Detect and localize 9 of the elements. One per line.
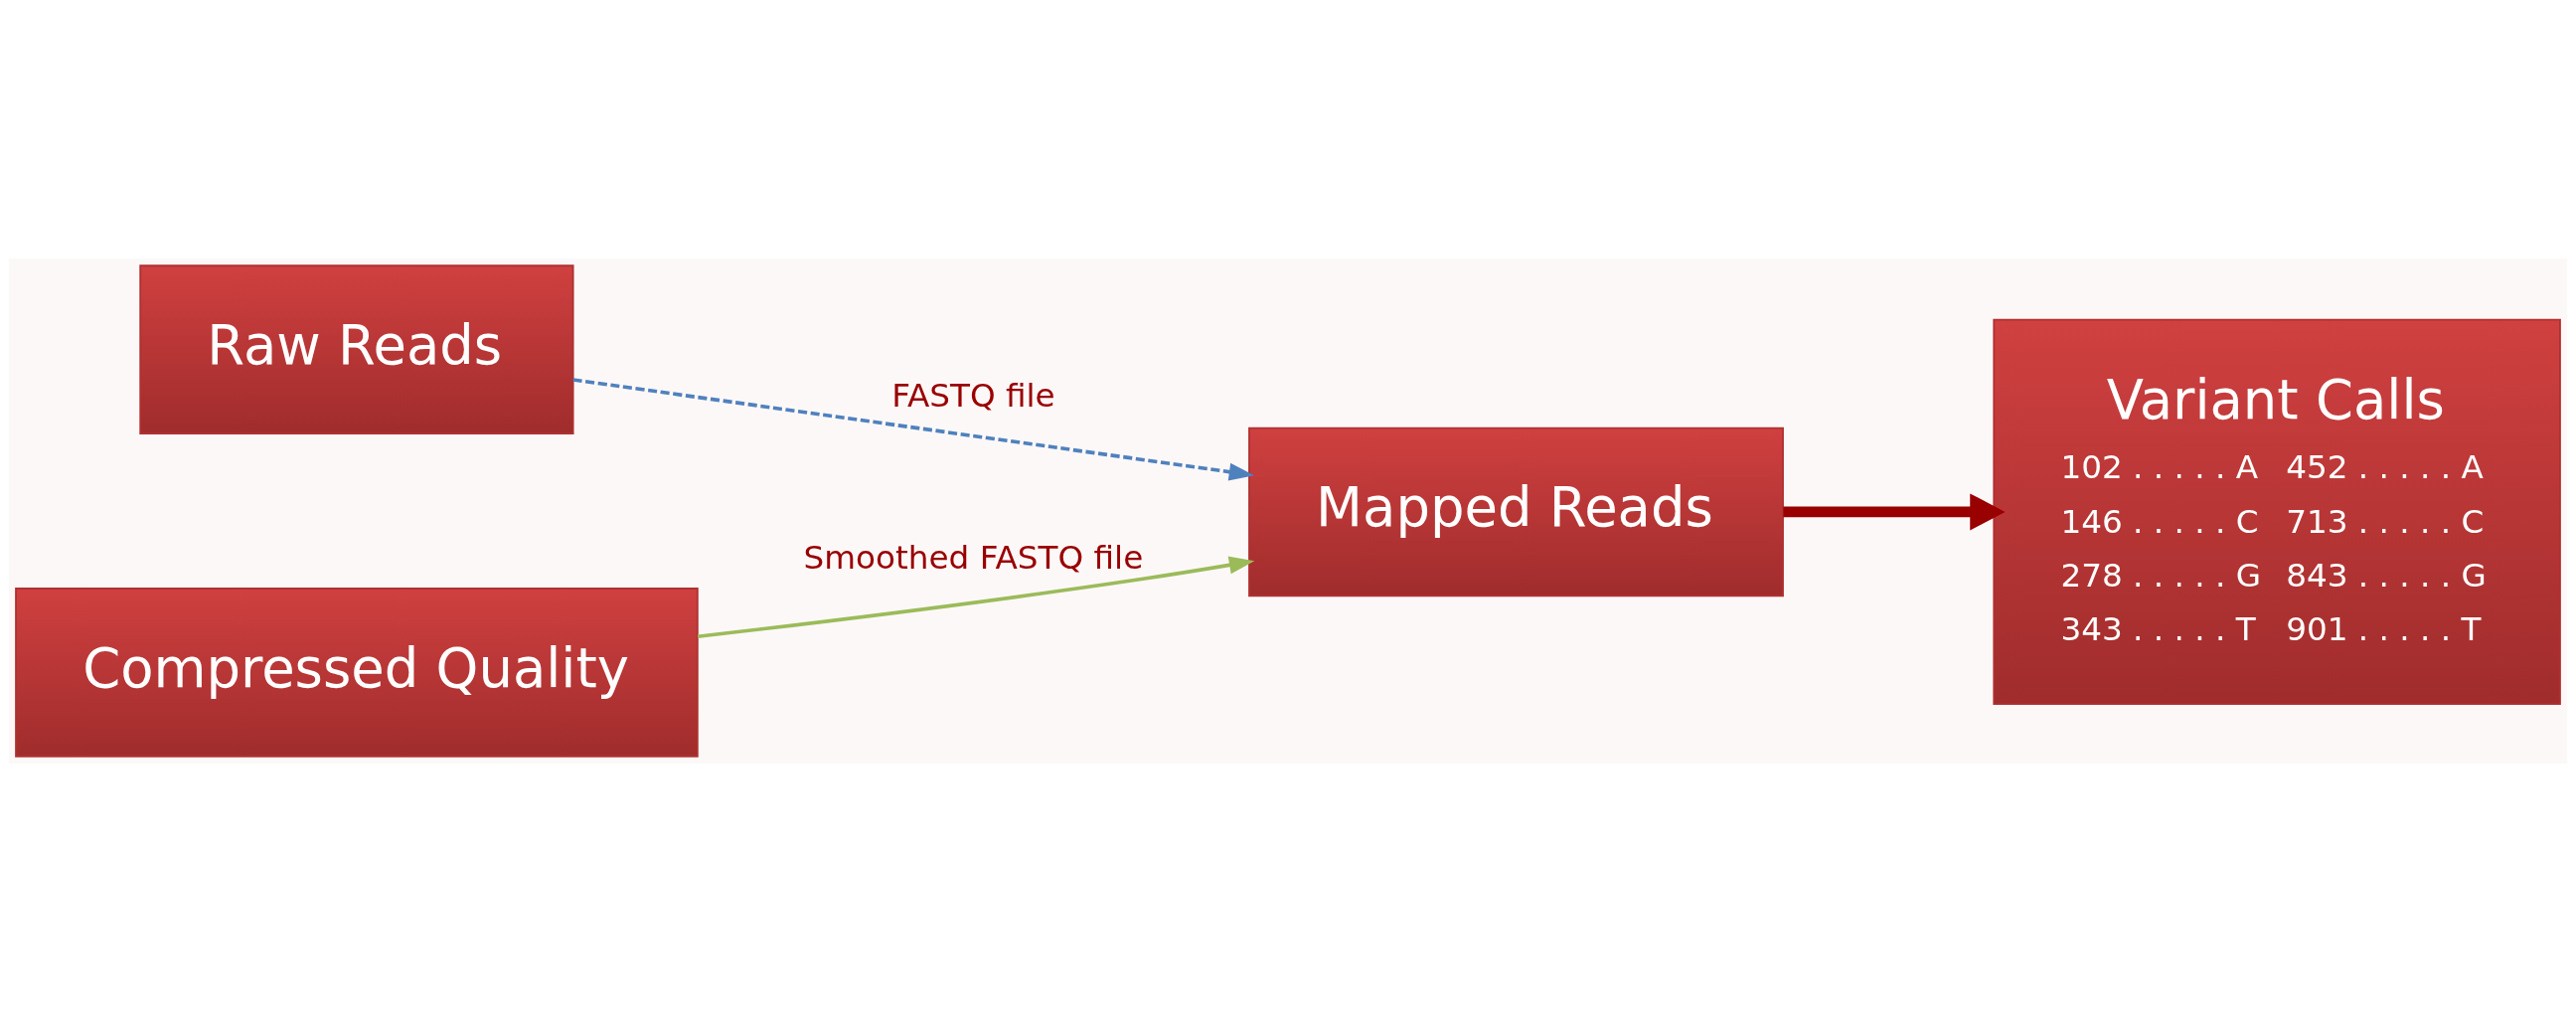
node-box: Raw Reads	[139, 263, 574, 434]
node-box: Mapped Reads	[1248, 426, 1784, 596]
node-box: Variant Calls 102 . . . . . A 452 . . . . . A 146 . . . . . C 713 . . . . . C 278 . . . . . G 843 . . . . . G 343 . . . . . T 901 . . . . . T	[1993, 318, 2561, 705]
node-box: Compressed Quality	[15, 587, 699, 758]
edge-label: Smoothed FASTQ file	[803, 538, 1144, 577]
arrow	[697, 556, 1255, 638]
edge-label: FASTQ file	[891, 376, 1055, 415]
arrow	[1783, 492, 2006, 530]
arrow	[572, 377, 1255, 480]
